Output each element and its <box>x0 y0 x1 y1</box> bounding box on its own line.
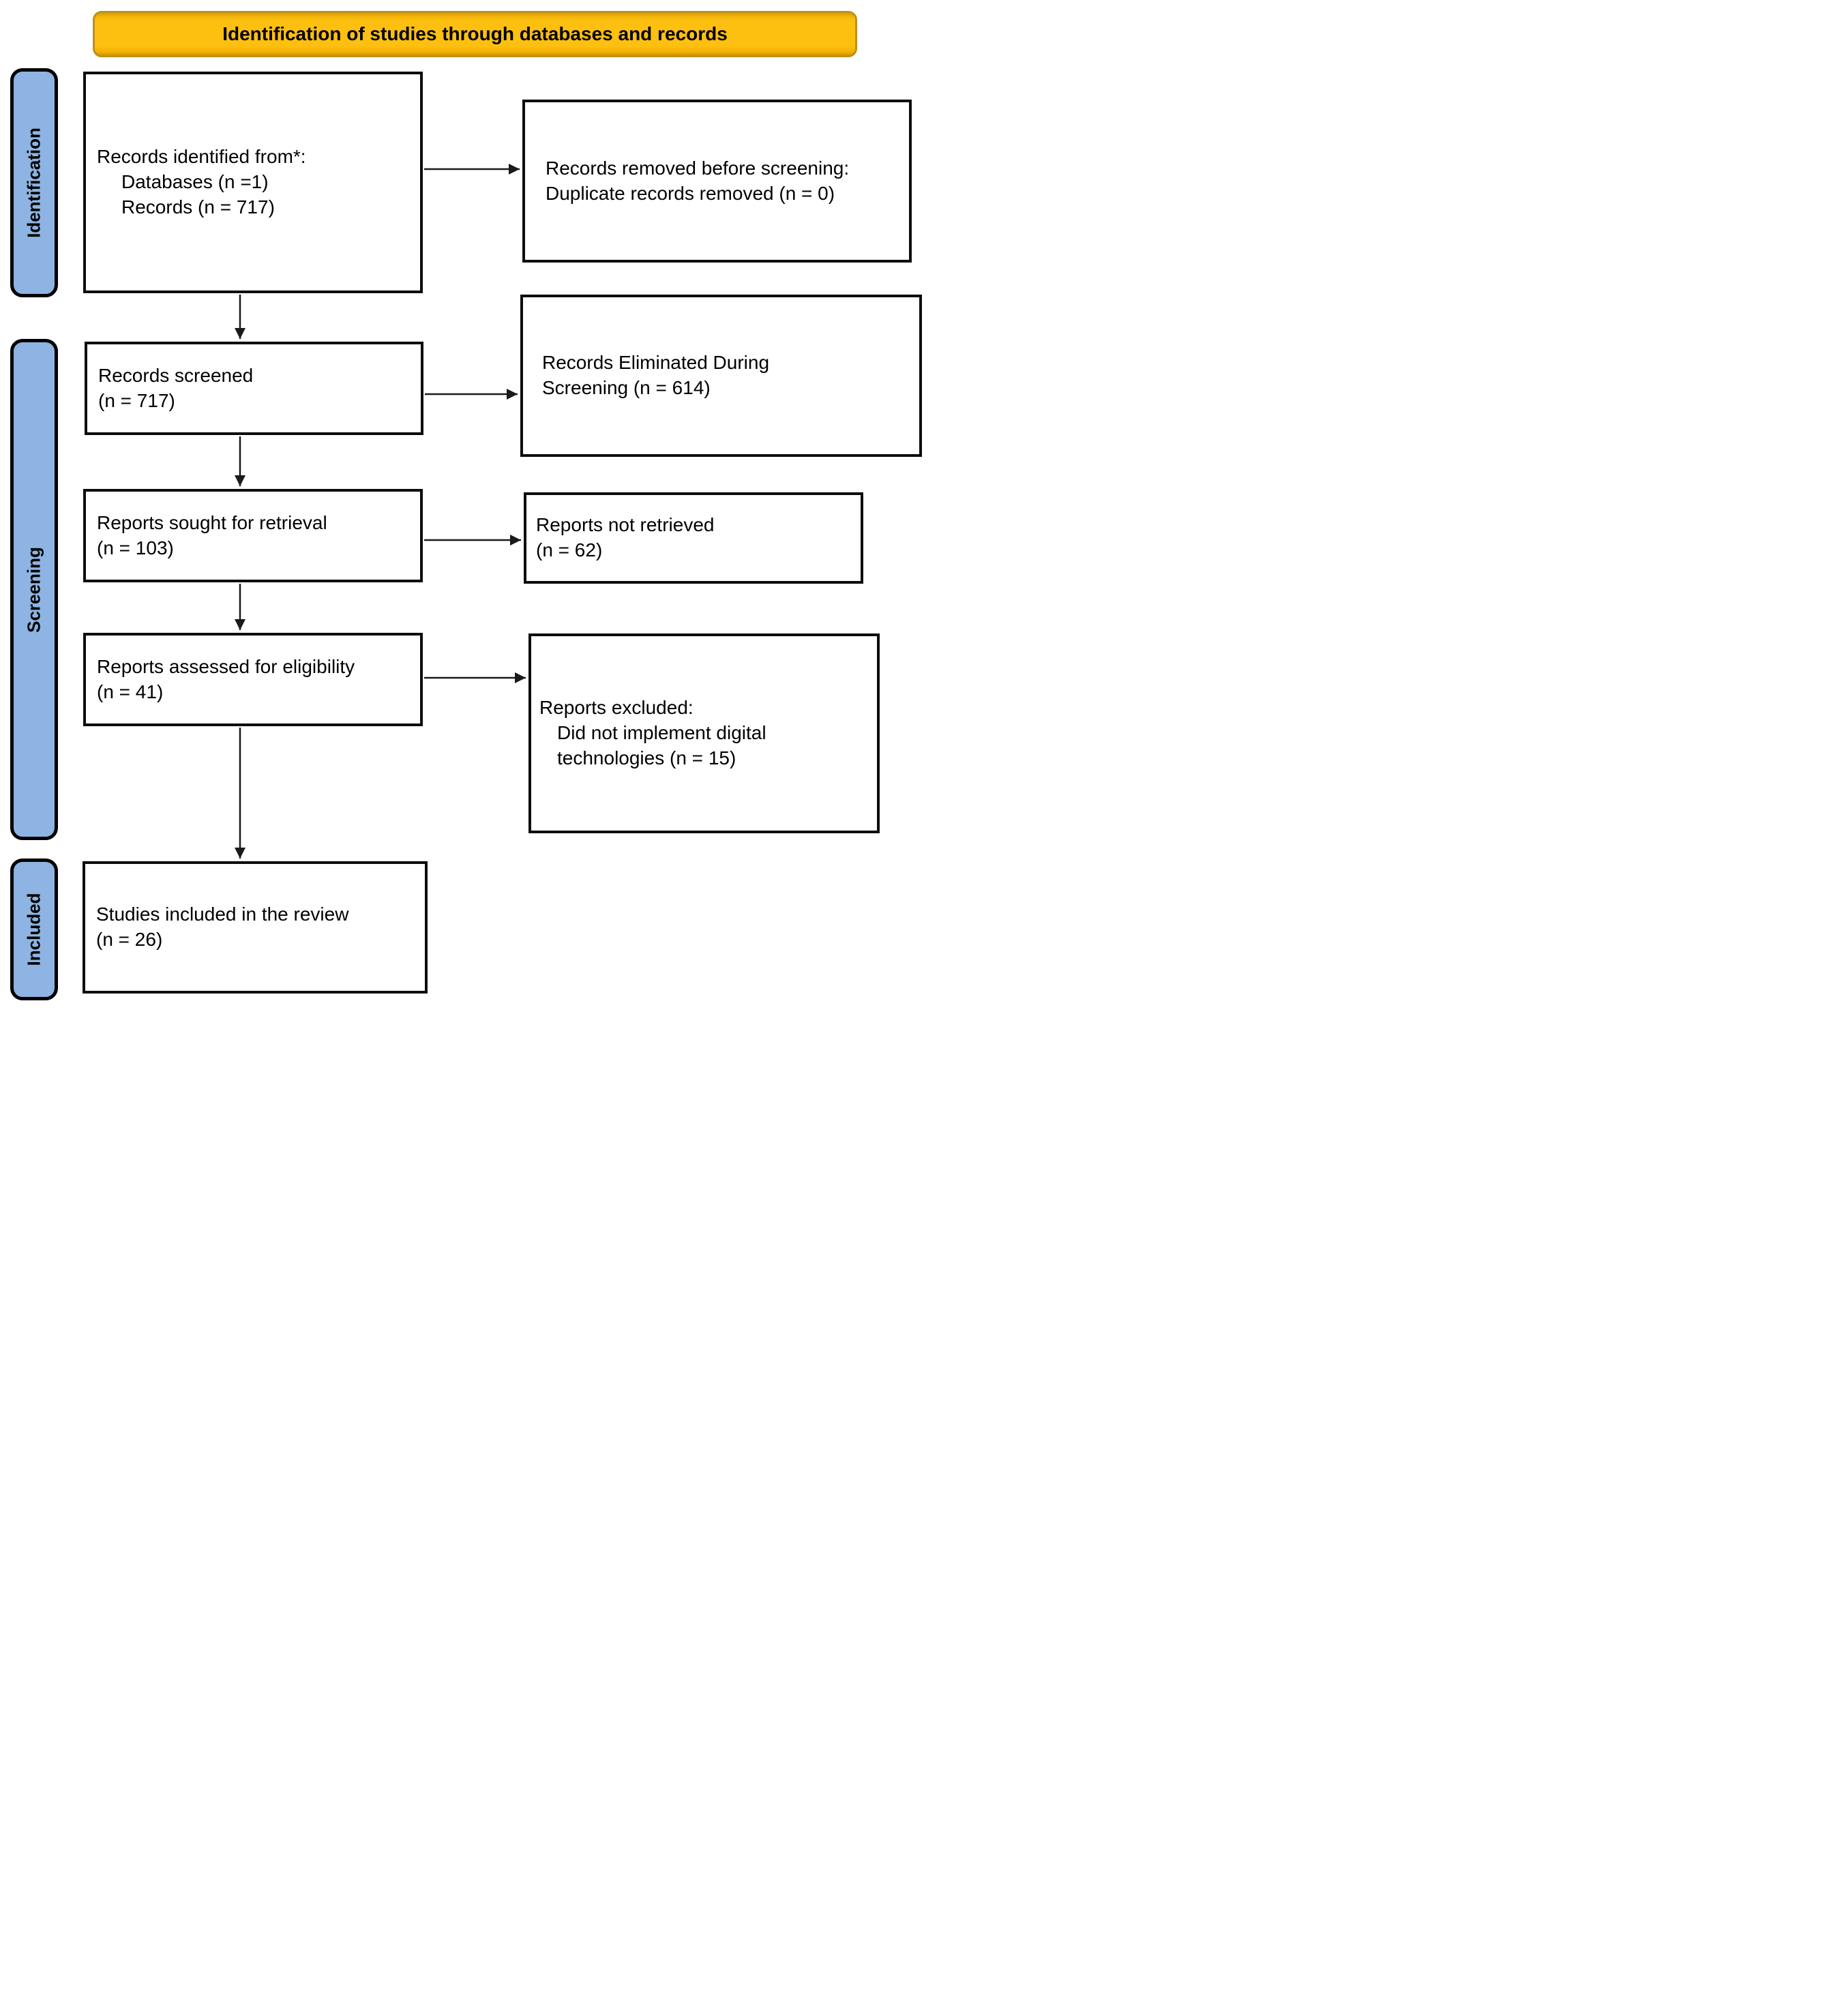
box-reports-sought-line2: (n = 103) <box>97 537 174 558</box>
box-reports-excluded-line2: Did not implement digital <box>557 722 766 744</box>
box-records-identified-line3: Records (n = 717) <box>121 196 275 218</box>
prisma-flow-diagram: Identification of studies through databa… <box>0 0 924 1008</box>
stage-label-identification: Identification <box>23 128 44 238</box>
box-records-identified-line2: Databases (n =1) <box>121 171 269 193</box>
stage-bar-screening: Screening <box>10 339 58 840</box>
box-reports-assessed: Reports assessed for eligibility (n = 41… <box>83 633 423 726</box>
box-reports-assessed-line2: (n = 41) <box>97 681 164 702</box>
box-reports-excluded-line3: technologies (n = 15) <box>557 747 736 768</box>
box-records-screened-line2: (n = 717) <box>98 389 175 411</box>
box-records-eliminated-line2: Screening (n = 614) <box>542 377 711 398</box>
box-reports-assessed-line1: Reports assessed for eligibility <box>97 655 355 677</box>
box-records-eliminated-line1: Records Eliminated During <box>542 352 770 374</box>
box-reports-sought-line1: Reports sought for retrieval <box>97 511 327 533</box>
box-studies-included: Studies included in the review (n = 26) <box>83 861 428 994</box>
box-reports-sought: Reports sought for retrieval (n = 103) <box>83 489 423 582</box>
box-studies-included-line1: Studies included in the review <box>96 904 349 925</box>
box-reports-excluded-line1: Reports excluded: <box>539 697 694 719</box>
box-records-removed-line1: Records removed before screening: <box>546 157 850 179</box>
box-records-screened: Records screened (n = 717) <box>85 342 423 435</box>
box-records-identified-line1: Records identified from*: <box>97 146 306 168</box>
stage-label-included: Included <box>23 893 44 966</box>
stage-bar-included: Included <box>10 859 58 1000</box>
box-records-eliminated: Records Eliminated During Screening (n =… <box>520 295 922 457</box>
stage-bar-identification: Identification <box>10 68 58 297</box>
box-records-identified: Records identified from*: Databases (n =… <box>83 72 423 293</box>
box-reports-excluded: Reports excluded: Did not implement digi… <box>528 633 880 833</box>
box-records-removed-line2: Duplicate records removed (n = 0) <box>546 182 835 204</box>
box-records-removed: Records removed before screening: Duplic… <box>522 100 912 263</box>
box-reports-not-retrieved-line1: Reports not retrieved <box>536 514 715 536</box>
diagram-title-banner: Identification of studies through databa… <box>93 11 857 57</box>
stage-label-screening: Screening <box>23 546 44 633</box>
box-records-screened-line1: Records screened <box>98 364 254 386</box>
box-reports-not-retrieved: Reports not retrieved (n = 62) <box>524 492 863 584</box>
box-reports-not-retrieved-line2: (n = 62) <box>536 539 603 561</box>
diagram-title: Identification of studies through databa… <box>222 23 728 44</box>
box-studies-included-line2: (n = 26) <box>96 929 163 950</box>
